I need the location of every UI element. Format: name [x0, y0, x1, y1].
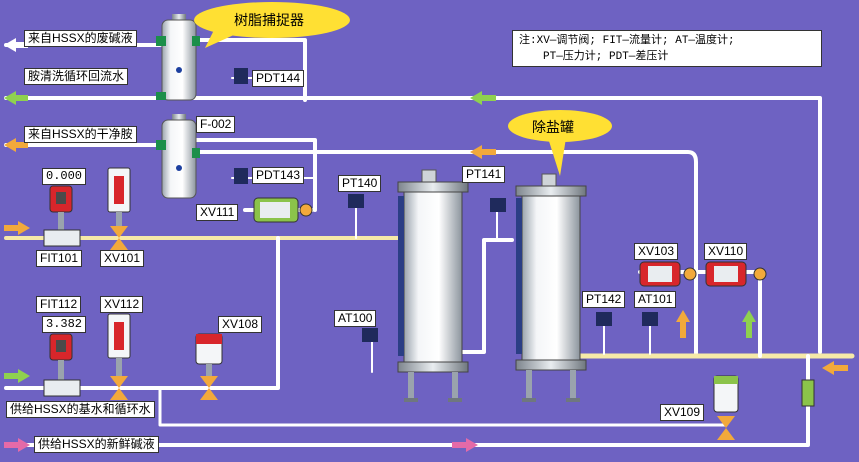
- callout-desalting-tank: [508, 110, 612, 176]
- legend-line-2: PT—压力计; PDT—差压计: [543, 51, 669, 63]
- filter-f002-label: F-002: [196, 116, 236, 133]
- at100-label: AT100: [334, 310, 377, 327]
- at101-label: AT101: [634, 291, 677, 308]
- pt140-label: PT140: [338, 175, 382, 192]
- valve-xv101: [107, 167, 131, 250]
- transmitter-pt141: [490, 198, 506, 212]
- xv111-label: XV111: [196, 204, 239, 221]
- arrow-up-xv110: [742, 310, 756, 338]
- stream-base-water-label: 供给HSSX的基水和循环水: [6, 401, 155, 418]
- transmitter-pdt144: [234, 68, 248, 84]
- arrow-left-waste: [4, 38, 28, 52]
- stream-amine-return-label: 胺清洗循环回流水: [24, 68, 129, 85]
- legend-line-1: 注:XV—调节阀; FIT—流量计; AT—温度计;: [519, 35, 735, 47]
- stream-waste-caustic-label: 来自HSSX的废碱液: [24, 30, 137, 47]
- valve-xv109: [713, 375, 739, 440]
- xv103-label: XV103: [634, 243, 679, 260]
- pipe-dry-amine-out: [193, 150, 698, 358]
- flow-arrows: [4, 38, 848, 452]
- arrow-right-fresh-caustic: [4, 438, 30, 452]
- arrow-left-return-right: [470, 91, 496, 105]
- fit101-reading: 0.000: [42, 168, 87, 185]
- callout-resin-trap-text: 树脂捕捉器: [234, 12, 304, 28]
- xv109-label: XV109: [660, 404, 705, 421]
- fit101-label: FIT101: [36, 250, 83, 267]
- desalting-tank-1: [397, 169, 469, 402]
- flow-meter-fit112: [43, 333, 81, 397]
- transmitter-pdt143: [234, 168, 248, 184]
- pipe-lower-feed: [4, 236, 280, 390]
- pipe-xv109-branch: [158, 386, 728, 427]
- pipe-tank-link: [460, 238, 514, 354]
- arrow-left-outlet: [822, 361, 848, 375]
- pdt143-label: PDT143: [252, 167, 305, 184]
- callout-resin-trap: [194, 2, 350, 48]
- transmitter-at100: [362, 328, 378, 342]
- xv101-label: XV101: [100, 250, 145, 267]
- valve-xv111: [253, 197, 313, 223]
- pdt144-label: PDT144: [252, 70, 305, 87]
- arrow-left-dry-amine-right: [470, 145, 496, 159]
- arrow-right-lower-feed: [4, 369, 30, 383]
- fit112-reading: 3.382: [42, 316, 87, 333]
- fit112-label: FIT112: [36, 296, 82, 313]
- resin-trap-vessel: [156, 14, 200, 101]
- transmitter-pt142: [596, 312, 612, 326]
- valve-xv110: [705, 261, 767, 287]
- arrow-left-dry-amine: [4, 138, 28, 152]
- sight-glass: [801, 379, 815, 407]
- stream-fresh-caustic-label: 供给HSSX的新鲜碱液: [34, 436, 159, 453]
- legend-box: 注:XV—调节阀; FIT—流量计; AT—温度计; PT—压力计; PDT—差…: [512, 30, 822, 67]
- arrow-up-xv103: [676, 310, 690, 338]
- pipe-f002-right: [193, 138, 317, 212]
- valve-xv112: [107, 313, 131, 400]
- pt141-label: PT141: [462, 166, 506, 183]
- valve-xv108: [195, 333, 223, 400]
- xv110-label: XV110: [704, 243, 748, 260]
- xv112-label: XV112: [100, 296, 144, 313]
- f002-vessel: [156, 114, 200, 199]
- transmitter-pt140: [348, 194, 364, 208]
- arrow-right-upper-feed: [4, 221, 30, 235]
- flow-meter-fit101: [43, 185, 81, 247]
- callout-desalting-tank-text: 除盐罐: [532, 119, 574, 135]
- xv108-label: XV108: [218, 316, 263, 333]
- pipe-amine-return: [4, 96, 822, 354]
- stream-dry-amine-label: 来自HSSX的干净胺: [24, 126, 137, 143]
- transmitter-at101: [642, 312, 658, 326]
- desalting-tank-2: [515, 173, 587, 402]
- pt142-label: PT142: [582, 291, 626, 308]
- valve-xv103: [639, 261, 697, 287]
- arrow-left-return: [4, 91, 28, 105]
- pipe-resin-trap-top-right: [193, 38, 307, 102]
- arrow-right-fresh-caustic-mid: [452, 438, 478, 452]
